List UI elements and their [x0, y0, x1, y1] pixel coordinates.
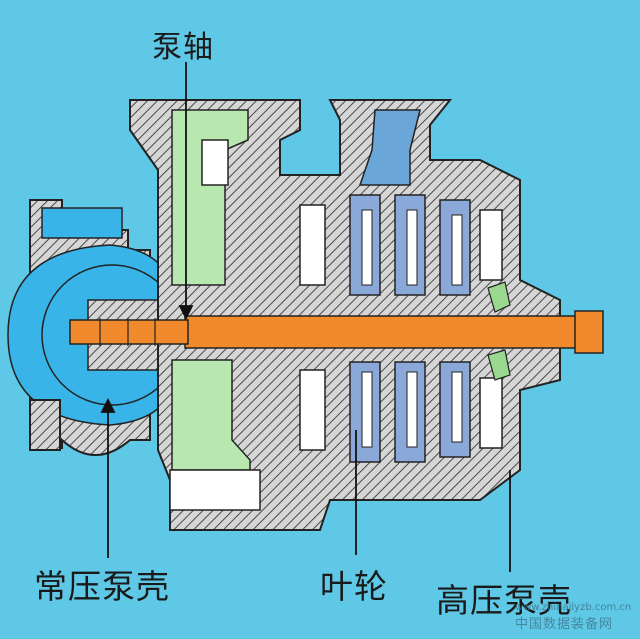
label-pump-shaft: 泵轴: [152, 30, 214, 65]
shaft-end: [574, 310, 604, 354]
pump-shaft: [69, 310, 604, 354]
impeller-lower: [349, 361, 471, 463]
arrow-shaft: [178, 305, 194, 321]
low-pressure-casing: [7, 199, 183, 456]
discharge-port: [358, 109, 421, 186]
leader-lines: [100, 62, 511, 572]
balance-seal-lower: [487, 349, 511, 381]
label-low-pressure-casing: 常压泵壳: [34, 567, 170, 606]
impeller-upper: [349, 194, 471, 296]
middle-housing: [129, 99, 561, 531]
watermark-text: 中国数据装备网: [515, 617, 614, 632]
label-high-pressure-casing: 高压泵壳: [436, 581, 572, 620]
shaft-left-extension: [69, 319, 189, 345]
label-impeller: 叶轮: [320, 567, 388, 606]
low-pressure-base: [29, 399, 61, 451]
diffuser-cavities: [299, 204, 503, 451]
watermark-url: www.zhinajlyzb.com.cn: [515, 602, 632, 613]
balance-seal-upper: [487, 281, 511, 313]
low-pressure-flange: [41, 207, 123, 239]
lower-cavity: [169, 469, 261, 511]
shaft-main: [184, 315, 586, 349]
arrow-low-pressure-casing: [100, 397, 116, 413]
upper-cavity: [201, 139, 229, 186]
impeller-stages: [299, 194, 511, 463]
